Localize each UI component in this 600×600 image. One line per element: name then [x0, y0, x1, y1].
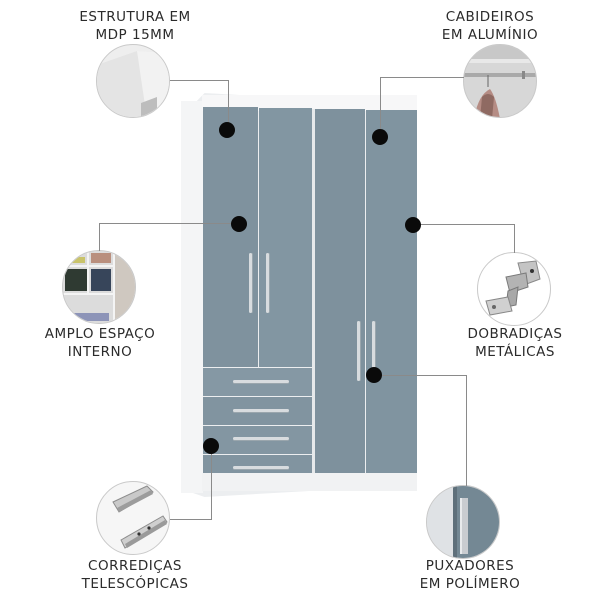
feature-label-espaco: AMPLO ESPAÇO INTERNO [25, 325, 175, 361]
aluminium-hanging-rail-image [463, 44, 537, 118]
hotspot-cabideiros[interactable] [372, 129, 388, 145]
drawer-handle[interactable] [233, 380, 289, 383]
label-line: CORREDIÇAS [88, 558, 182, 574]
door-handle[interactable] [266, 253, 269, 313]
label-line: INTERNO [67, 344, 133, 360]
label-line: EM ALUMÍNIO [441, 27, 539, 43]
leader-line [380, 77, 464, 78]
door-left-1[interactable] [203, 107, 258, 367]
leader-line [514, 224, 515, 253]
interior-shelves-image [62, 250, 136, 324]
door-left-2[interactable] [259, 108, 312, 367]
label-line: METÁLICAS [475, 344, 555, 360]
label-line: TELESCÓPICAS [81, 576, 189, 592]
label-line: CABIDEIROS [445, 9, 535, 25]
drawer-handle[interactable] [233, 409, 289, 412]
label-line: AMPLO ESPAÇO [44, 326, 156, 342]
wardrobe-base [202, 473, 417, 491]
hotspot-estrutura[interactable] [219, 122, 235, 138]
leader-line [170, 80, 228, 81]
hotspot-corredicas[interactable] [203, 438, 219, 454]
leader-line [99, 223, 239, 224]
wardrobe-side-panel [181, 101, 203, 493]
door-right-2[interactable] [366, 110, 417, 473]
leader-line [466, 375, 467, 486]
label-line: ESTRUTURA EM [79, 9, 191, 25]
hotspot-espaco[interactable] [231, 216, 247, 232]
label-line: PUXADORES [425, 558, 515, 574]
hotspot-puxadores[interactable] [366, 367, 382, 383]
drawer-3[interactable] [203, 426, 312, 454]
label-line: DOBRADIÇAS [467, 326, 563, 342]
leader-line [211, 446, 212, 519]
feature-label-estrutura: ESTRUTURA EM MDP 15MM [60, 8, 210, 44]
white-panel-corner-image [96, 44, 170, 118]
leader-line [374, 375, 466, 376]
hotspot-dobradicas[interactable] [405, 217, 421, 233]
feature-label-corredicas: CORREDIÇAS TELESCÓPICAS [60, 557, 210, 593]
feature-label-cabideiros: CABIDEIROS EM ALUMÍNIO [420, 8, 560, 44]
feature-label-puxadores: PUXADORES EM POLÍMERO [400, 557, 540, 593]
door-handle[interactable] [249, 253, 252, 313]
polymer-handle-image [426, 485, 500, 559]
leader-line [170, 519, 212, 520]
door-handle[interactable] [357, 321, 360, 381]
drawer-handle[interactable] [233, 437, 289, 440]
metal-hinge-image [477, 252, 551, 326]
leader-line [99, 223, 100, 251]
leader-line [228, 80, 229, 130]
label-line: MDP 15MM [95, 27, 175, 43]
door-handle[interactable] [372, 321, 375, 381]
label-line: EM POLÍMERO [419, 576, 521, 592]
telescopic-slides-image [96, 481, 170, 555]
center-divider [312, 109, 315, 473]
door-right-1[interactable] [315, 109, 365, 473]
leader-line [380, 77, 381, 137]
feature-label-dobradicas: DOBRADIÇAS METÁLICAS [445, 325, 585, 361]
leader-line [413, 224, 514, 225]
wardrobe [181, 93, 417, 497]
drawer-handle[interactable] [233, 466, 289, 469]
